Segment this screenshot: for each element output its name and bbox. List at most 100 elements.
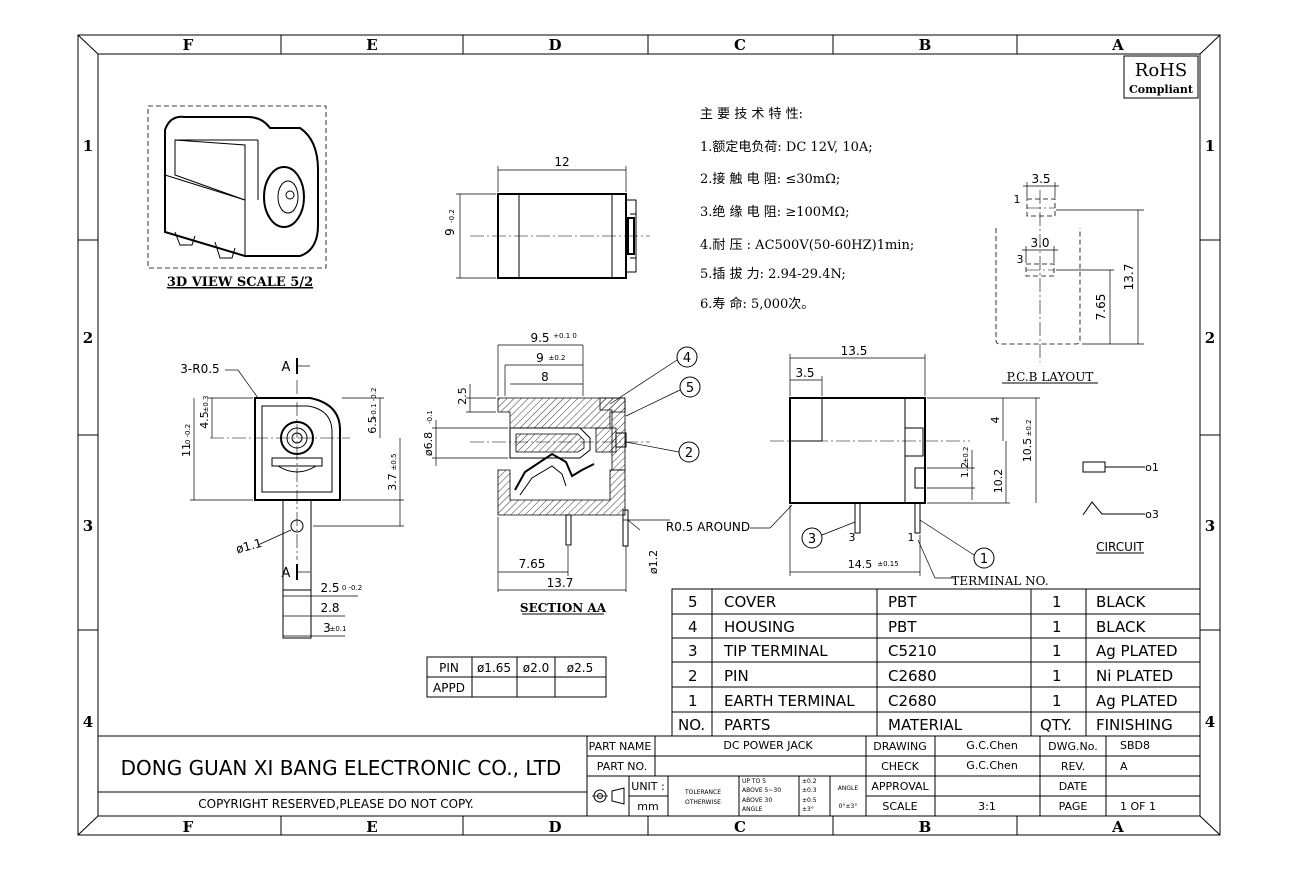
- col-label-d-bottom: D: [548, 818, 561, 836]
- dim-front-2-5-tol: 0 -0.2: [342, 584, 362, 592]
- bom-header-material: MATERIAL: [888, 716, 963, 734]
- dim-front-3-7-tol: ±0.5: [390, 454, 398, 471]
- bom-header-finishing: FINISHING: [1096, 716, 1173, 734]
- dim-sec-phi-6-8: ø6.8: [422, 432, 435, 456]
- bom-header-parts: PARTS: [724, 716, 770, 734]
- dim-side-10-5: 10.5: [1021, 438, 1034, 463]
- balloon-5: 5: [686, 381, 694, 396]
- row-label-2: 2: [83, 329, 93, 347]
- front-section-marker-bottom: A: [282, 566, 291, 581]
- tol-up-label: UP TO 5: [742, 778, 766, 785]
- bom-row-4-qty: 1: [1052, 618, 1062, 636]
- bom-row-4-no: 4: [688, 618, 698, 636]
- bom-row-2-no: 2: [688, 667, 698, 685]
- balloon-4: 4: [683, 351, 691, 366]
- angle-value: 0°±3°: [839, 803, 858, 810]
- circuit-caption: CIRCUIT: [1096, 540, 1144, 554]
- bom-row-5-material: PBT: [888, 593, 917, 611]
- bom-row-4-finish: BLACK: [1096, 618, 1146, 636]
- part-name-value: DC POWER JACK: [723, 739, 813, 752]
- bom-row-1-no: 1: [688, 692, 698, 710]
- front-view: 3-R0.5 A A 4.5 ±0.3 11 0 -0.2 6.5 +0.1 -…: [180, 358, 404, 639]
- dim-sec-8: 8: [541, 370, 549, 384]
- dim-front-4-5: 4.5: [198, 411, 211, 429]
- company-name: DONG GUAN XI BANG ELECTRONIC CO., LTD: [121, 756, 562, 780]
- row-label-1: 1: [83, 137, 93, 155]
- dim-pcb-13-7: 13.7: [1122, 264, 1136, 291]
- dim-side-14-5-tol: ±0.15: [877, 560, 898, 568]
- dim-front-phi-1-1: ø1.1: [234, 536, 263, 556]
- dim-pcb-3-5: 3.5: [1031, 172, 1050, 186]
- terminal-note: TERMINAL NO.: [951, 574, 1048, 588]
- dim-pcb-3-0: 3.0: [1030, 236, 1049, 250]
- bom-table: 5 COVER PBT 1 BLACK 4 HOUSING PBT 1 BLAC…: [671, 588, 1201, 737]
- circuit-terminal-1: o1: [1145, 461, 1159, 474]
- date-label: DATE: [1059, 780, 1088, 793]
- part-no-label: PART NO.: [597, 760, 647, 773]
- dwg-no-value: SBD8: [1120, 739, 1150, 752]
- bom-row-5-qty: 1: [1052, 593, 1062, 611]
- spec-block: 主 要 技 术 特 性: 1.额定电负荷: DC 12V, 10A; 2.接 触…: [700, 107, 914, 312]
- col-label-c-bottom: C: [734, 818, 746, 836]
- pcb-pin-3-label: 3: [1017, 253, 1024, 266]
- dim-side-1-2-tol: ±0.2: [962, 447, 970, 464]
- dim-top-9: 9: [443, 228, 457, 236]
- bom-row-2-finish: Ni PLATED: [1096, 667, 1173, 685]
- bom-header-no: NO.: [678, 716, 705, 734]
- view3d-caption: 3D VIEW SCALE 5/2: [167, 275, 313, 290]
- dim-front-11: 11: [180, 443, 193, 457]
- spec-item-6: 6.寿 命: 5,000次。: [700, 296, 814, 312]
- check-value: G.C.Chen: [966, 759, 1018, 772]
- bom-row-2-material: C2680: [888, 667, 937, 685]
- spec-item-2: 2.接 触 电 阻: ≤30mΩ;: [700, 171, 840, 187]
- spec-item-3: 3.绝 缘 电 阻: ≥100MΩ;: [700, 204, 850, 220]
- angle-label: ANGLE: [838, 785, 859, 792]
- dim-front-r0-5: 3-R0.5: [180, 362, 219, 376]
- bom-row-3-material: C5210: [888, 642, 937, 660]
- copyright-note: COPYRIGHT RESERVED,PLEASE DO NOT COPY.: [198, 797, 473, 811]
- dim-front-2-8: 2.8: [320, 601, 339, 615]
- otherwise-label: OTHERWISE: [685, 799, 721, 806]
- dim-side-3-5: 3.5: [795, 366, 814, 380]
- col-label-c: C: [734, 36, 746, 54]
- pcb-caption: P.C.B LAYOUT: [1007, 370, 1094, 384]
- section-aa-view: 9.5 +0.1 0 9 ±0.2 8 2.5 ø6.8 -0.1 7.65 1…: [422, 331, 701, 615]
- balloon-2: 2: [685, 446, 693, 461]
- col-label-b-bottom: B: [919, 818, 932, 836]
- bom-row-3-no: 3: [688, 642, 698, 660]
- col-label-b: B: [919, 36, 932, 54]
- unit-label: UNIT :: [631, 780, 664, 793]
- col-label-a-bottom: A: [1111, 818, 1124, 836]
- bom-row-1-part: EARTH TERMINAL: [724, 692, 855, 710]
- row-label-4-right: 4: [1205, 713, 1215, 731]
- pin-table-header-2-0: ø2.0: [523, 661, 549, 675]
- view-3d: 3D VIEW SCALE 5/2: [147, 105, 327, 290]
- pin-table-header-pin: PIN: [439, 661, 459, 675]
- pin-table-header-2-5: ø2.5: [567, 661, 593, 675]
- sheet-border: F E D C B A F E D C B A 1 2 3 4 1 2 3 4: [77, 34, 1221, 836]
- bom-row-3-finish: Ag PLATED: [1096, 642, 1178, 660]
- round-note-label: R0.5 AROUND: [666, 520, 750, 534]
- pin-table-appd: APPD: [433, 681, 465, 695]
- rohs-compliant-label: Compliant: [1129, 83, 1194, 96]
- part-name-label: PART NAME: [589, 740, 652, 753]
- tol-angle-value: ±3°: [802, 806, 814, 813]
- dim-sec-phi-1-2: ø1.2: [647, 550, 660, 574]
- tol-angle-label: ANGLE: [742, 806, 763, 813]
- tol-above-value: ±0.5: [802, 797, 817, 804]
- scale-label: SCALE: [882, 800, 917, 813]
- dim-sec-2-5: 2.5: [456, 387, 469, 405]
- dim-side-4: 4: [989, 417, 1002, 424]
- col-label-e-bottom: E: [366, 818, 377, 836]
- tolerance-label: TOLERANCE: [684, 789, 721, 796]
- pin-table-header-1-65: ø1.65: [477, 661, 511, 675]
- row-label-3-right: 3: [1205, 517, 1215, 535]
- bom-row-5-no: 5: [688, 593, 698, 611]
- dim-sec-9-5: 9.5: [530, 331, 549, 345]
- tol-up-value: ±0.2: [802, 778, 817, 785]
- spec-heading: 主 要 技 术 特 性:: [700, 107, 803, 122]
- rohs-badge: RoHS Compliant: [1123, 55, 1199, 99]
- dim-sec-9-5-tol: +0.1 0: [553, 332, 577, 340]
- pcb-pin-1-label: 1: [1014, 193, 1021, 206]
